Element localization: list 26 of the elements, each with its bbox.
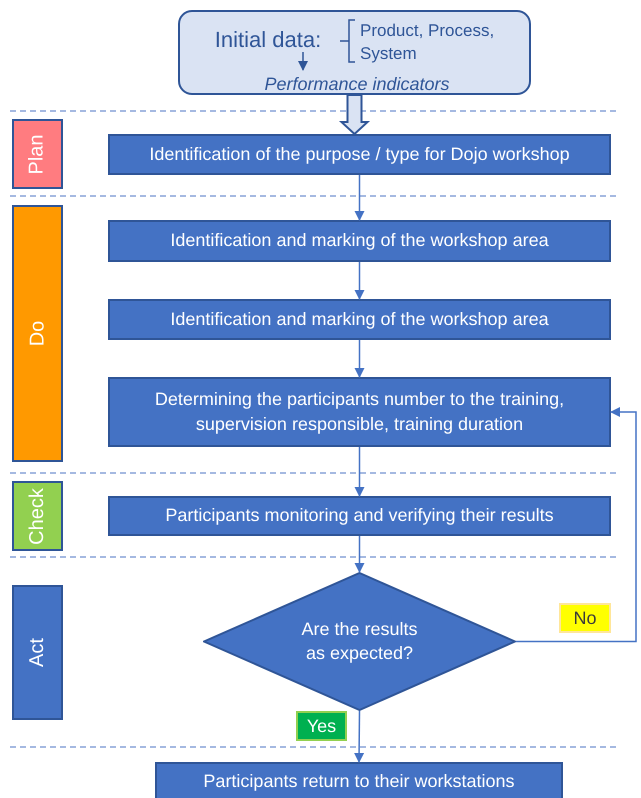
process-box: Determining the participants number to the training, supervision responsible, training duration (108, 377, 611, 447)
phase-label: Act (12, 585, 63, 720)
block-arrow (338, 94, 370, 136)
process-box: Identification and marking of the workshop area (108, 220, 611, 262)
phase-label: Do (12, 205, 63, 462)
process-box: Participants monitoring and verifying their results (108, 496, 611, 536)
arrow (354, 536, 364, 573)
input-list: Product, Process, System (360, 18, 510, 68)
arrow (354, 447, 364, 497)
arrow (354, 340, 364, 378)
arrow (516, 407, 637, 642)
phase-label: Plan (12, 119, 63, 189)
input-box (178, 10, 531, 95)
process-box: Identification of the purpose / type for Dojo workshop (108, 134, 611, 175)
phase-label: Check (12, 481, 63, 551)
arrow (298, 52, 308, 71)
arrow (354, 262, 364, 300)
arrow (354, 175, 364, 221)
edge-label: No (559, 603, 611, 633)
arrow (354, 711, 364, 763)
decision-diamond: Are the results as expected? (203, 572, 516, 711)
process-box: Participants return to their workstations (155, 762, 563, 798)
edge-label: Yes (296, 711, 347, 741)
input-label: Performance indicators (242, 72, 472, 96)
input-label: Initial data: (207, 26, 329, 54)
process-box: Identification and marking of the workshop area (108, 299, 611, 340)
